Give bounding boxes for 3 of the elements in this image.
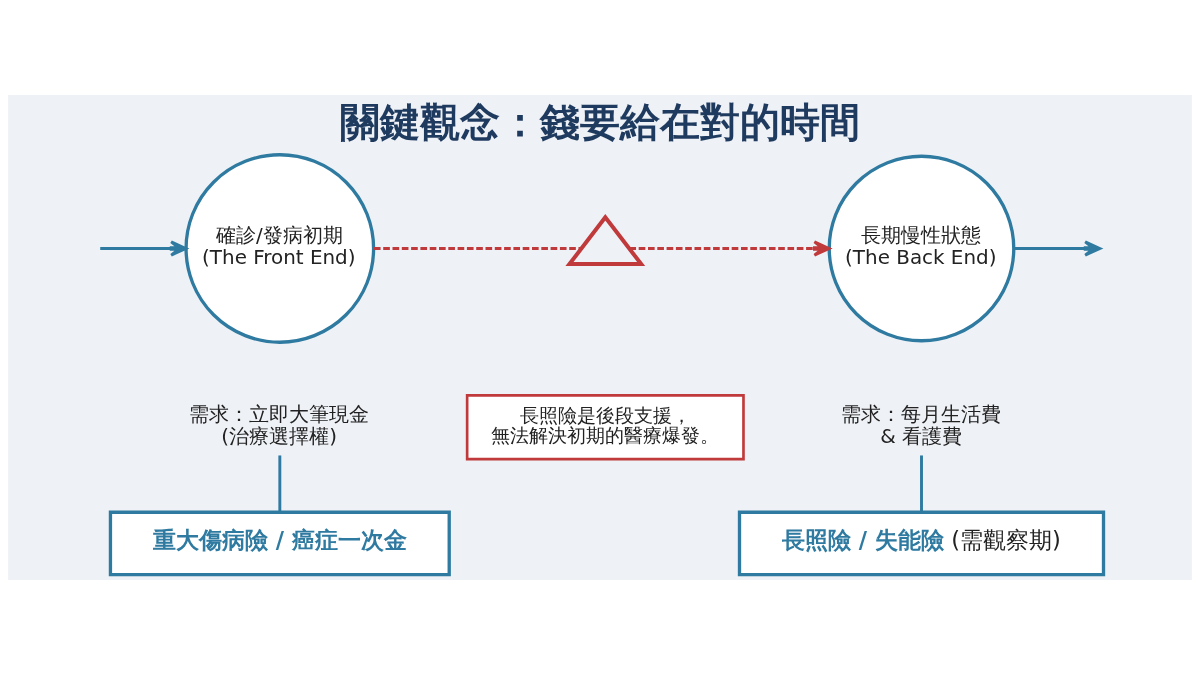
node-text: 需求：立即大筆現金 (治療選擇權) [189,402,370,449]
diagram-title: 關鍵觀念：錢要給在對的時間 [340,99,861,146]
node-text: 需求：每月生活費 & 看護費 [841,402,1002,449]
